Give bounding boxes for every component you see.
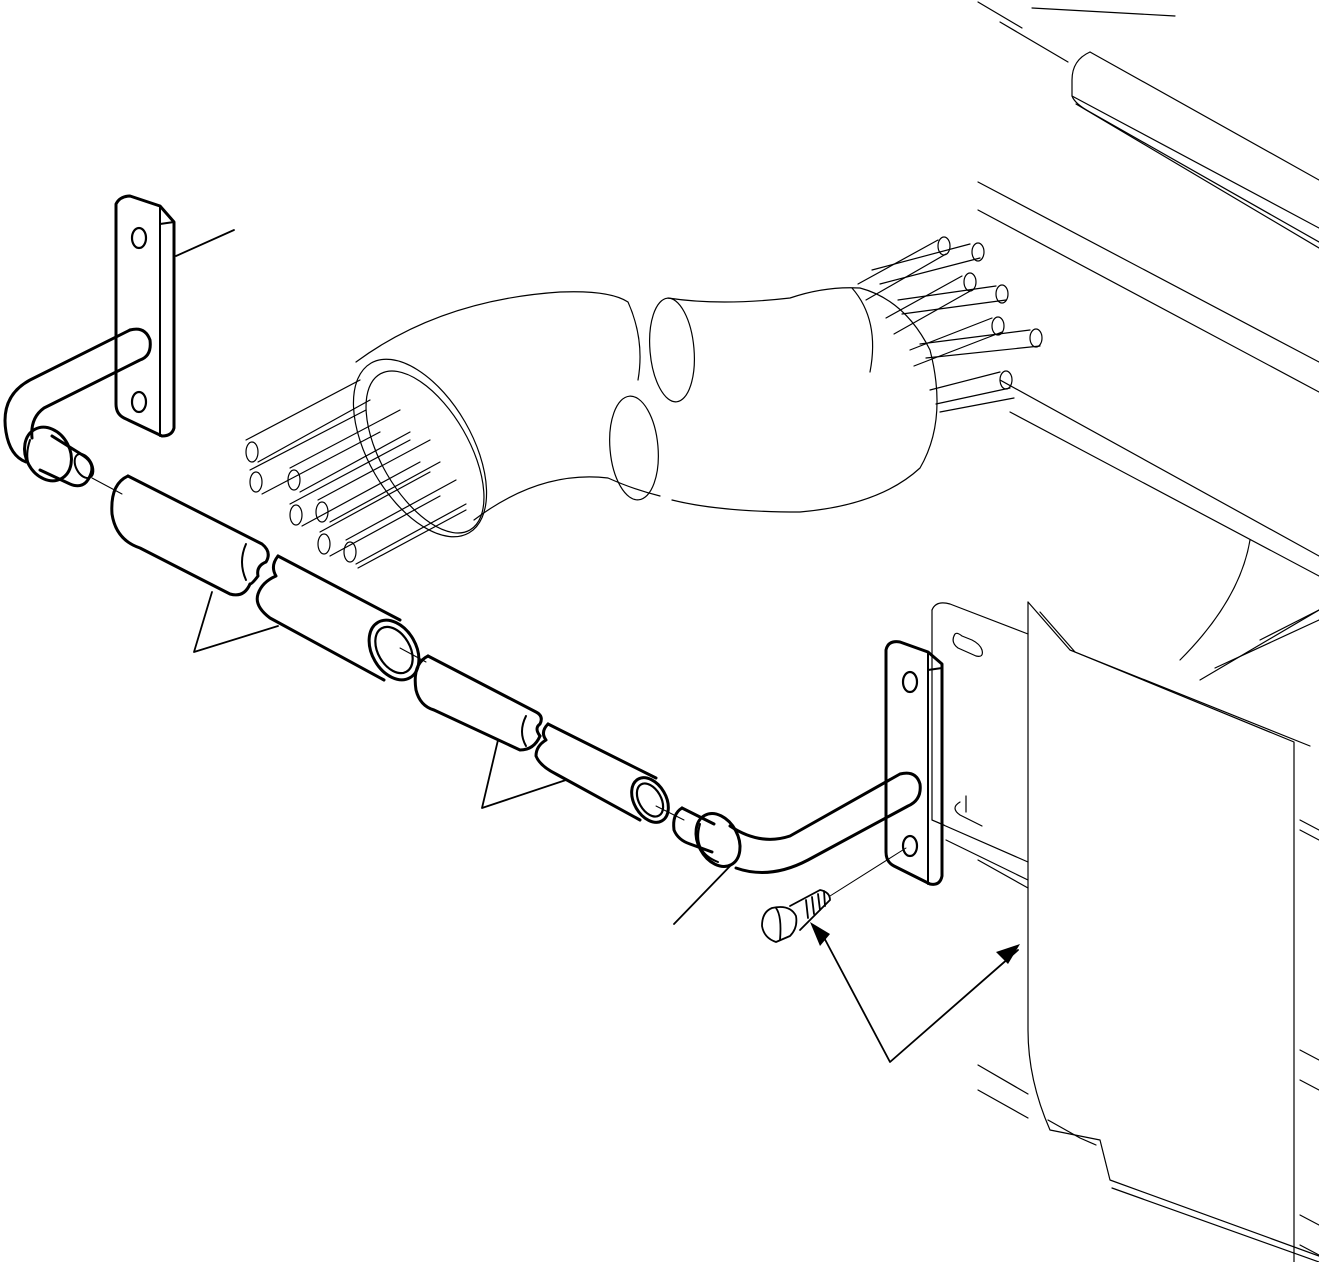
left-bracket-rod (3, 194, 176, 488)
leader-left-bracket (175, 229, 235, 257)
protector-tubes (110, 474, 670, 824)
alignment-lines (91, 477, 907, 897)
leader-lower-tubes (481, 739, 567, 809)
arrow-heads (810, 922, 1020, 964)
machine-frame (931, 1, 1319, 1262)
arrow-head-bolt (810, 922, 830, 946)
leader-right-bracket (673, 861, 735, 925)
leader-upper-tubes (193, 591, 279, 653)
harness-wires-left (245, 379, 467, 569)
protector-tube-upper-1 (110, 474, 270, 597)
leader-bolt (819, 929, 1019, 1063)
arrow-head-frame (996, 944, 1020, 964)
right-bracket-rod (672, 640, 944, 886)
protector-tube-upper-2 (255, 554, 421, 682)
wire-harness (245, 236, 1043, 569)
protector-tube-lower-1 (413, 654, 543, 752)
harness-wires-right (857, 236, 1043, 413)
mounting-bolt (761, 889, 831, 943)
leader-lines (175, 229, 1019, 1063)
protector-tube-lower-2 (534, 722, 670, 824)
